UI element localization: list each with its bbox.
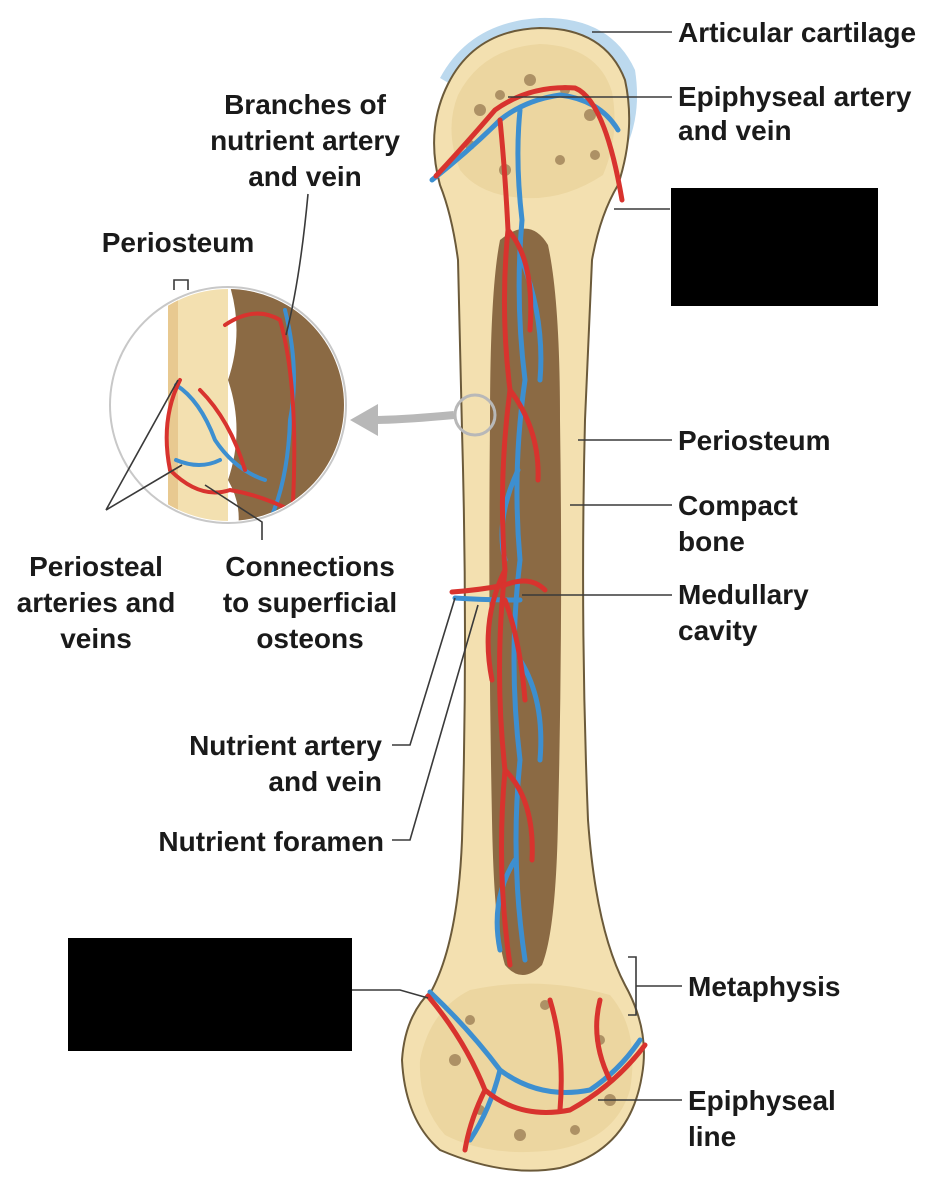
magnify-circle bbox=[453, 393, 497, 437]
label-epiphyseal-line-2: line bbox=[688, 1121, 736, 1152]
leader-lines bbox=[105, 31, 682, 1101]
label-branches-1: Branches of bbox=[224, 89, 386, 120]
label-periosteal-2: arteries and bbox=[17, 587, 176, 618]
label-branches-2: nutrient artery bbox=[210, 125, 400, 156]
label-articular-cartilage: Articular cartilage bbox=[678, 17, 916, 48]
label-branches-3: and vein bbox=[248, 161, 362, 192]
label-nutrient-av-2: and vein bbox=[268, 766, 382, 797]
label-connections-2: to superficial bbox=[223, 587, 397, 618]
label-connections-1: Connections bbox=[225, 551, 395, 582]
label-metaphysis: Metaphysis bbox=[688, 971, 841, 1002]
redacted-label-box bbox=[671, 188, 878, 306]
label-nutrient-foramen: Nutrient foramen bbox=[158, 826, 384, 857]
label-periosteum-inset: Periosteum bbox=[102, 227, 255, 258]
bone-illustration bbox=[400, 17, 645, 1172]
labels: Articular cartilage Epiphyseal artery an… bbox=[17, 17, 916, 1152]
label-compact-1: Compact bbox=[678, 490, 798, 521]
distal-spongy-bone bbox=[419, 983, 633, 1153]
proximal-spongy-bone bbox=[451, 44, 615, 199]
label-medullary-1: Medullary bbox=[678, 579, 809, 610]
magnify-arrow bbox=[371, 411, 455, 424]
label-periosteal-3: veins bbox=[60, 623, 132, 654]
label-medullary-2: cavity bbox=[678, 615, 758, 646]
redacted-label-box bbox=[68, 938, 352, 1051]
label-epiphyseal-artery-2: and vein bbox=[678, 115, 792, 146]
label-periosteal-1: Periosteal bbox=[29, 551, 163, 582]
label-compact-2: bone bbox=[678, 526, 745, 557]
blood-vessels bbox=[425, 85, 648, 1153]
label-epiphyseal-line-1: Epiphyseal bbox=[688, 1085, 836, 1116]
label-periosteum: Periosteum bbox=[678, 425, 831, 456]
label-nutrient-av-1: Nutrient artery bbox=[189, 730, 382, 761]
label-epiphyseal-artery-1: Epiphyseal artery bbox=[678, 81, 912, 112]
periosteum-inset bbox=[109, 286, 497, 524]
label-connections-3: osteons bbox=[256, 623, 363, 654]
